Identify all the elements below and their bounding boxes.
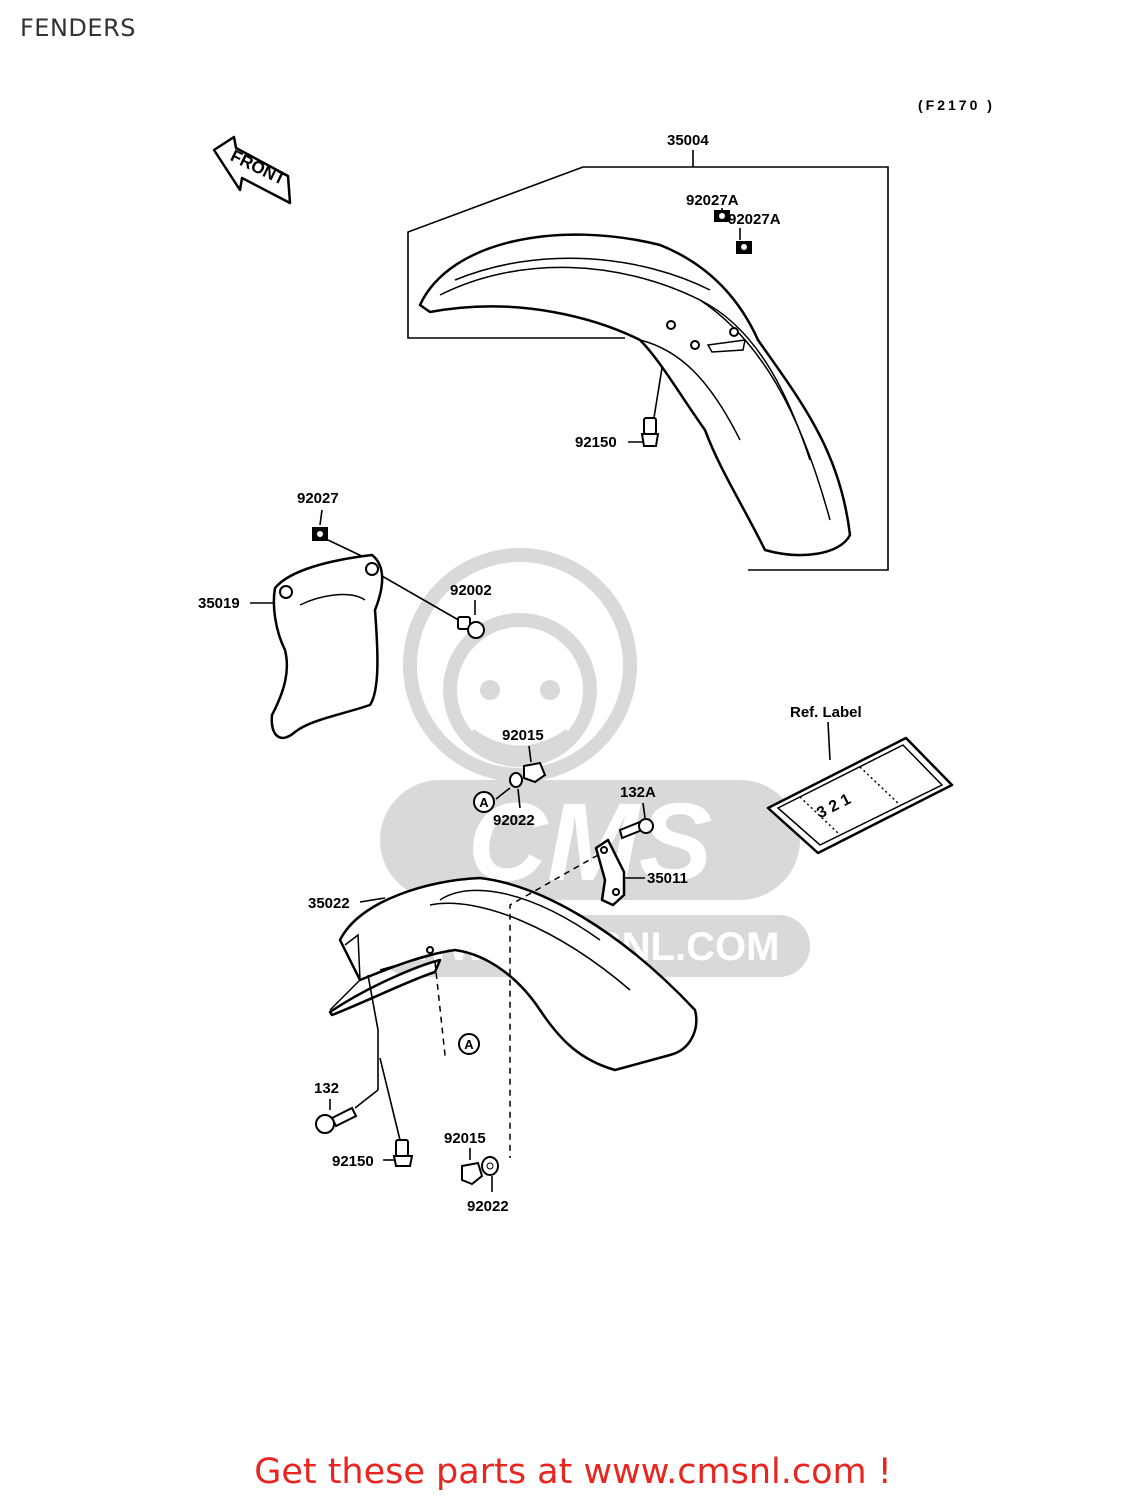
- bracket-35011: [594, 838, 626, 907]
- front-fender: [418, 233, 852, 557]
- diagram-code: (F2170 ): [918, 97, 995, 113]
- label-92022-lower: 92022: [467, 1198, 509, 1215]
- leader-ref-label: [827, 721, 831, 761]
- page-title: FENDERS: [20, 14, 136, 42]
- bolt-92150-rear: [392, 1139, 414, 1167]
- label-92015-upper: 92015: [502, 727, 544, 744]
- label-132: 132: [314, 1080, 339, 1097]
- bolt-132: [315, 1106, 358, 1134]
- rear-fender: [328, 876, 698, 1072]
- label-35004: 35004: [667, 132, 709, 149]
- leader-92027: [319, 509, 323, 526]
- front-direction-arrow: FRONT: [212, 135, 292, 205]
- label-92150-rear: 92150: [332, 1153, 374, 1170]
- label-132a: 132A: [620, 784, 656, 801]
- grommet-92027: [312, 527, 328, 541]
- washer-92022-upper: [509, 772, 523, 788]
- bracket-line-lower-left: [367, 974, 379, 1090]
- ref-label-title: Ref. Label: [790, 704, 862, 721]
- leader-132a: [642, 802, 646, 819]
- dashed-fender-to-marker-a: [434, 961, 450, 1056]
- leader-bolt-132-line: [354, 1089, 379, 1109]
- washer-92022-lower: [481, 1156, 499, 1176]
- nut-92015-upper: [523, 761, 547, 784]
- label-92022-upper: 92022: [493, 812, 535, 829]
- leader-bolt-92150-line: [379, 1057, 401, 1141]
- label-35022: 35022: [308, 895, 350, 912]
- callout-marker-a-lower-text: A: [464, 1037, 474, 1052]
- label-92027a-1: 92027A: [686, 192, 739, 209]
- grommet-92027a-1: [714, 210, 730, 222]
- callout-marker-a-upper-text: A: [479, 795, 489, 810]
- label-92002: 92002: [450, 582, 492, 599]
- ref-label: 3 2 1: [766, 736, 954, 855]
- front-fender-bracket-line: [407, 150, 889, 571]
- label-92015-lower: 92015: [444, 1130, 486, 1147]
- label-92027a-2: 92027A: [728, 211, 781, 228]
- leader-92015-upper: [528, 745, 532, 763]
- grommet-92027a-2: [736, 241, 752, 254]
- dashed-bracket-to-fender: [509, 854, 599, 1158]
- label-92150-front: 92150: [575, 434, 617, 451]
- callout-marker-a-lower: A: [458, 1033, 480, 1055]
- label-92027: 92027: [297, 490, 339, 507]
- leader-35022: [359, 897, 386, 903]
- callout-marker-a-upper: A: [473, 791, 495, 813]
- leader-marker-a-upper: [495, 787, 511, 800]
- leader-cover-to-bolt: [374, 571, 463, 623]
- leader-92022-upper: [517, 788, 521, 809]
- footer-cta[interactable]: Get these parts at www.cmsnl.com !: [254, 1452, 892, 1492]
- bolt-92002: [457, 616, 485, 639]
- label-35019: 35019: [198, 595, 240, 612]
- label-35011: 35011: [647, 870, 688, 887]
- bolt-92150-front: [640, 417, 660, 447]
- bolt-132a: [618, 818, 654, 840]
- nut-92015-lower: [461, 1161, 484, 1186]
- cover-35019: [270, 553, 384, 739]
